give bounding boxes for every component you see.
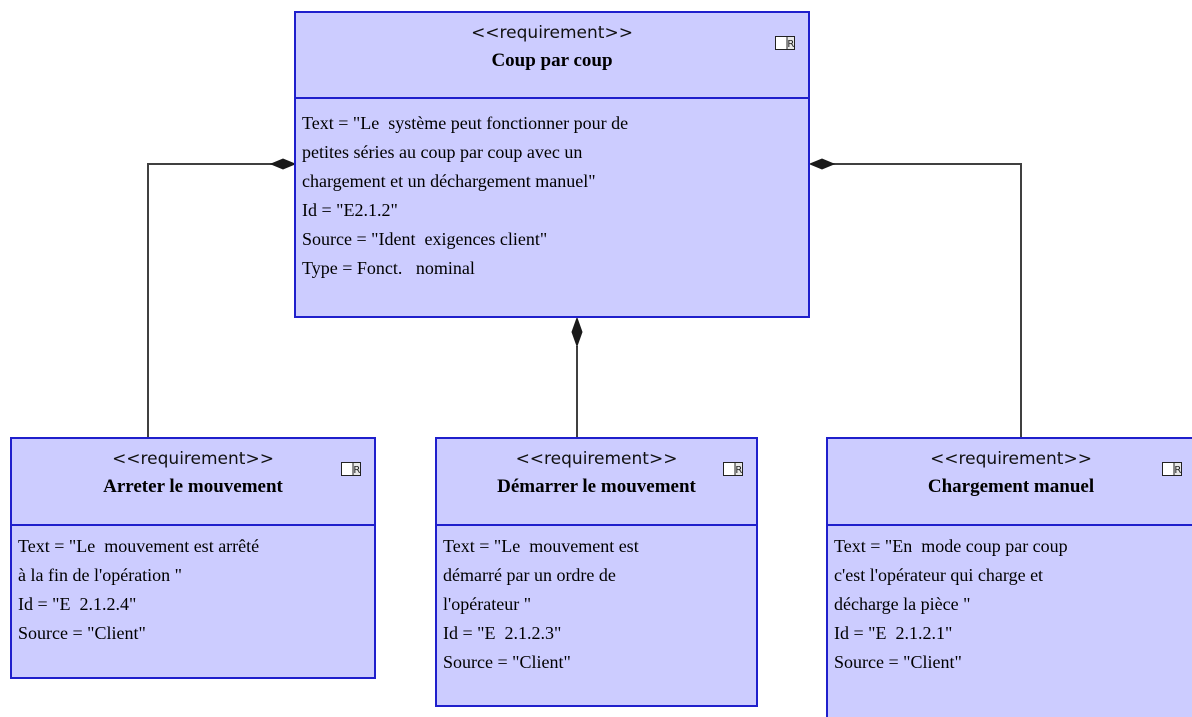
requirement-box-chargement-manuel[interactable]: <<requirement>> Chargement manuel R Text…: [826, 437, 1192, 717]
requirement-header: <<requirement>> Coup par coup R: [296, 13, 808, 99]
requirement-box-demarrer-le-mouvement[interactable]: <<requirement>> Démarrer le mouvement R …: [435, 437, 758, 707]
text-property-line: l'opérateur ": [443, 594, 532, 614]
requirement-name: Démarrer le mouvement: [497, 476, 696, 497]
id-property: Id = "E 2.1.2.4": [18, 594, 137, 614]
requirement-properties: Text = "Le mouvement est arrêté à la fin…: [12, 526, 374, 648]
requirement-name: Chargement manuel: [927, 476, 1095, 497]
requirement-name: Arreter le mouvement: [103, 476, 283, 497]
svg-text:R: R: [787, 39, 794, 50]
requirement-properties: Text = "En mode coup par coup c'est l'op…: [828, 526, 1192, 677]
requirement-properties: Text = "Le mouvement est démarré par un …: [437, 526, 756, 677]
stereotype-label: <<requirement>>: [930, 449, 1092, 469]
stereotype-label: <<requirement>>: [515, 449, 678, 469]
diamond-end-bottom: [571, 316, 583, 348]
requirement-header: <<requirement>> Chargement manuel R: [828, 439, 1192, 526]
text-property-line: c'est l'opérateur qui charge et: [834, 565, 1044, 585]
id-property: Id = "E 2.1.2.1": [834, 623, 953, 643]
svg-text:R: R: [735, 465, 742, 476]
requirement-box-arreter-le-mouvement[interactable]: <<requirement>> Arreter le mouvement R T…: [10, 437, 376, 679]
text-property-line: Text = "En mode coup par coup: [834, 536, 1068, 556]
text-property-line: décharge la pièce ": [834, 594, 971, 614]
text-property-line: Text = "Le mouvement est: [443, 536, 639, 556]
text-property-line: à la fin de l'opération ": [18, 565, 183, 585]
requirement-header: <<requirement>> Arreter le mouvement R: [12, 439, 374, 526]
stereotype-label: <<requirement>>: [471, 23, 633, 43]
text-property-line: petites séries au coup par coup avec un: [302, 142, 583, 162]
requirement-box-coup-par-coup[interactable]: <<requirement>> Coup par coup R Text = "…: [294, 11, 810, 318]
requirement-icon: R: [1162, 462, 1182, 476]
source-property: Source = "Client": [834, 652, 962, 672]
text-property-line: Text = "Le système peut fonctionner pour…: [302, 113, 629, 133]
requirement-icon: R: [341, 462, 361, 476]
requirement-header: <<requirement>> Démarrer le mouvement R: [437, 439, 756, 526]
svg-text:R: R: [353, 465, 360, 476]
requirement-name: Coup par coup: [491, 50, 613, 71]
stereotype-label: <<requirement>>: [112, 449, 274, 469]
containment-line-arreter[interactable]: [147, 163, 272, 438]
type-property: Type = Fonct. nominal: [302, 258, 475, 278]
text-property-line: chargement et un déchargement manuel": [302, 171, 596, 191]
id-property: Id = "E2.1.2": [302, 200, 398, 220]
requirement-icon: R: [723, 462, 743, 476]
source-property: Source = "Ident exigences client": [302, 229, 548, 249]
containment-line-chargement[interactable]: [832, 163, 1022, 438]
id-property: Id = "E 2.1.2.3": [443, 623, 562, 643]
text-property-line: démarré par un ordre de: [443, 565, 616, 585]
svg-text:R: R: [1174, 465, 1181, 476]
source-property: Source = "Client": [443, 652, 571, 672]
text-property-line: Text = "Le mouvement est arrêté: [18, 536, 260, 556]
requirement-properties: Text = "Le système peut fonctionner pour…: [296, 99, 808, 283]
diamond-end-left: [269, 158, 297, 170]
source-property: Source = "Client": [18, 623, 146, 643]
diamond-end-right: [808, 158, 836, 170]
requirement-icon: R: [775, 36, 795, 50]
